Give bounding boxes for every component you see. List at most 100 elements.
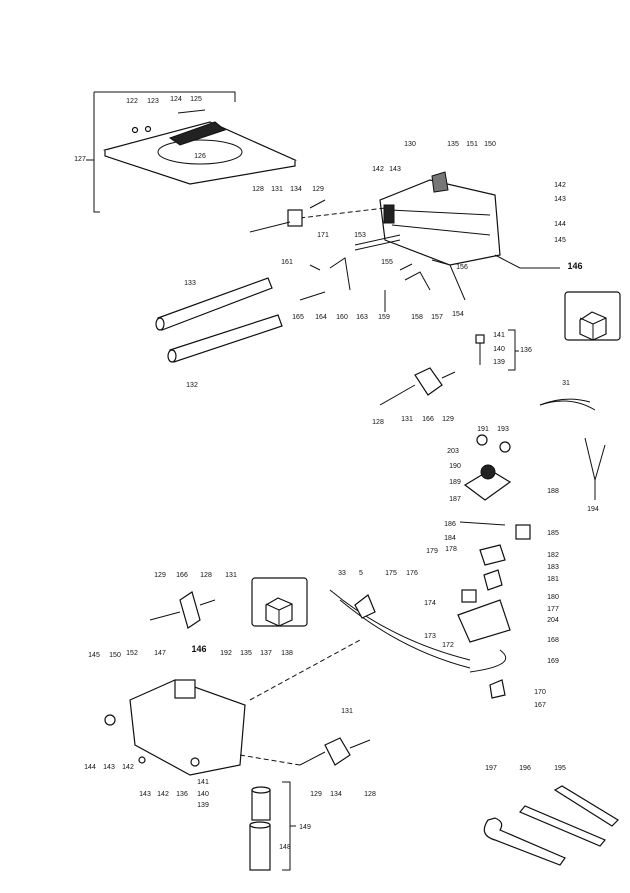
callout-label: 139 [197, 802, 209, 809]
lower-carriage-part [104, 591, 371, 776]
callout-label: 141 [493, 332, 505, 339]
motor-assembly-part [249, 544, 511, 701]
sleeve-part [249, 781, 296, 871]
callout-label: 146 [567, 261, 583, 271]
callout-label: 134 [330, 791, 342, 798]
callout-label: 134 [290, 186, 302, 193]
callout-label: 130 [404, 141, 416, 148]
callout-label: 174 [424, 600, 436, 607]
callout-label: 146 [191, 644, 207, 654]
callout-label: 140 [493, 346, 505, 353]
callout-label: 5 [359, 570, 363, 577]
callout-label: 123 [147, 98, 159, 105]
callout-label: 143 [554, 196, 566, 203]
callout-label: 203 [447, 448, 459, 455]
callout-label: 188 [547, 488, 559, 495]
callout-label: 195 [554, 765, 566, 772]
callout-label: 143 [389, 166, 401, 173]
callout-label: 131 [225, 572, 237, 579]
callout-label: 157 [431, 314, 443, 321]
callout-label: 190 [449, 463, 461, 470]
callout-label: 138 [281, 650, 293, 657]
callout-label: 159 [378, 314, 390, 321]
cable-part [539, 400, 596, 411]
callout-label: 142 [157, 791, 169, 798]
callout-label: 135 [447, 141, 459, 148]
callout-label: 142 [372, 166, 384, 173]
callout-label: 192 [220, 650, 232, 657]
callout-label: 165 [292, 314, 304, 321]
callout-label: 140 [197, 791, 209, 798]
callout-label: 156 [456, 264, 468, 271]
callout-label: 142 [122, 764, 134, 771]
wrench-part [483, 785, 619, 866]
callout-label: 124 [170, 96, 182, 103]
callout-label: 194 [587, 506, 599, 513]
carriage-housing-part [299, 171, 560, 269]
callout-label: 145 [554, 237, 566, 244]
callout-label: 179 [426, 548, 438, 555]
callout-label: 129 [442, 416, 454, 423]
callout-label: 131 [341, 708, 353, 715]
callout-label: 128 [252, 186, 264, 193]
callout-label: 129 [312, 186, 324, 193]
callout-label: 161 [281, 259, 293, 266]
callout-label: 189 [449, 479, 461, 486]
callout-label: 155 [381, 259, 393, 266]
callout-label: 127 [74, 156, 86, 163]
table-top-part [86, 91, 298, 213]
callout-label: 136 [520, 347, 532, 354]
callout-label: 150 [484, 141, 496, 148]
callout-label: 172 [442, 642, 454, 649]
callout-label: 129 [154, 572, 166, 579]
callout-label: 126 [194, 153, 206, 160]
callout-label: 158 [411, 314, 423, 321]
callout-label: 125 [190, 96, 202, 103]
rod-part [155, 277, 283, 363]
package-box-icon [251, 577, 308, 627]
callout-label: 185 [547, 530, 559, 537]
callout-label: 144 [554, 221, 566, 228]
callout-label: 154 [452, 311, 464, 318]
callout-label: 197 [485, 765, 497, 772]
callout-label: 148 [279, 844, 291, 851]
callout-label: 128 [364, 791, 376, 798]
callout-label: 150 [109, 652, 121, 659]
callout-label: 144 [84, 764, 96, 771]
callout-label: 142 [554, 182, 566, 189]
callout-label: 147 [154, 650, 166, 657]
callout-label: 149 [299, 824, 311, 831]
callout-label: 139 [493, 359, 505, 366]
callout-label: 131 [401, 416, 413, 423]
callout-label: 129 [310, 791, 322, 798]
callout-label: 152 [126, 650, 138, 657]
callout-label: 163 [356, 314, 368, 321]
callout-label: 33 [338, 570, 346, 577]
callout-label: 160 [336, 314, 348, 321]
callout-label: 175 [385, 570, 397, 577]
callout-label: 141 [197, 779, 209, 786]
callout-label: 133 [184, 280, 196, 287]
callout-label: 128 [372, 419, 384, 426]
callout-label: 168 [547, 637, 559, 644]
callout-label: 122 [126, 98, 138, 105]
callout-label: 166 [422, 416, 434, 423]
callout-label: 137 [260, 650, 272, 657]
callout-label: 132 [186, 382, 198, 389]
callout-label: 131 [271, 186, 283, 193]
callout-label: 177 [547, 606, 559, 613]
callout-label: 186 [444, 521, 456, 528]
package-box-icon [564, 291, 621, 341]
callout-label: 191 [477, 426, 489, 433]
callout-label: 128 [200, 572, 212, 579]
callout-label: 184 [444, 535, 456, 542]
callout-label: 171 [317, 232, 329, 239]
callout-label: 181 [547, 576, 559, 583]
callout-label: 196 [519, 765, 531, 772]
callout-label: 173 [424, 633, 436, 640]
callout-label: 145 [88, 652, 100, 659]
callout-label: 164 [315, 314, 327, 321]
switch-assembly-part [459, 434, 606, 540]
callout-label: 180 [547, 594, 559, 601]
